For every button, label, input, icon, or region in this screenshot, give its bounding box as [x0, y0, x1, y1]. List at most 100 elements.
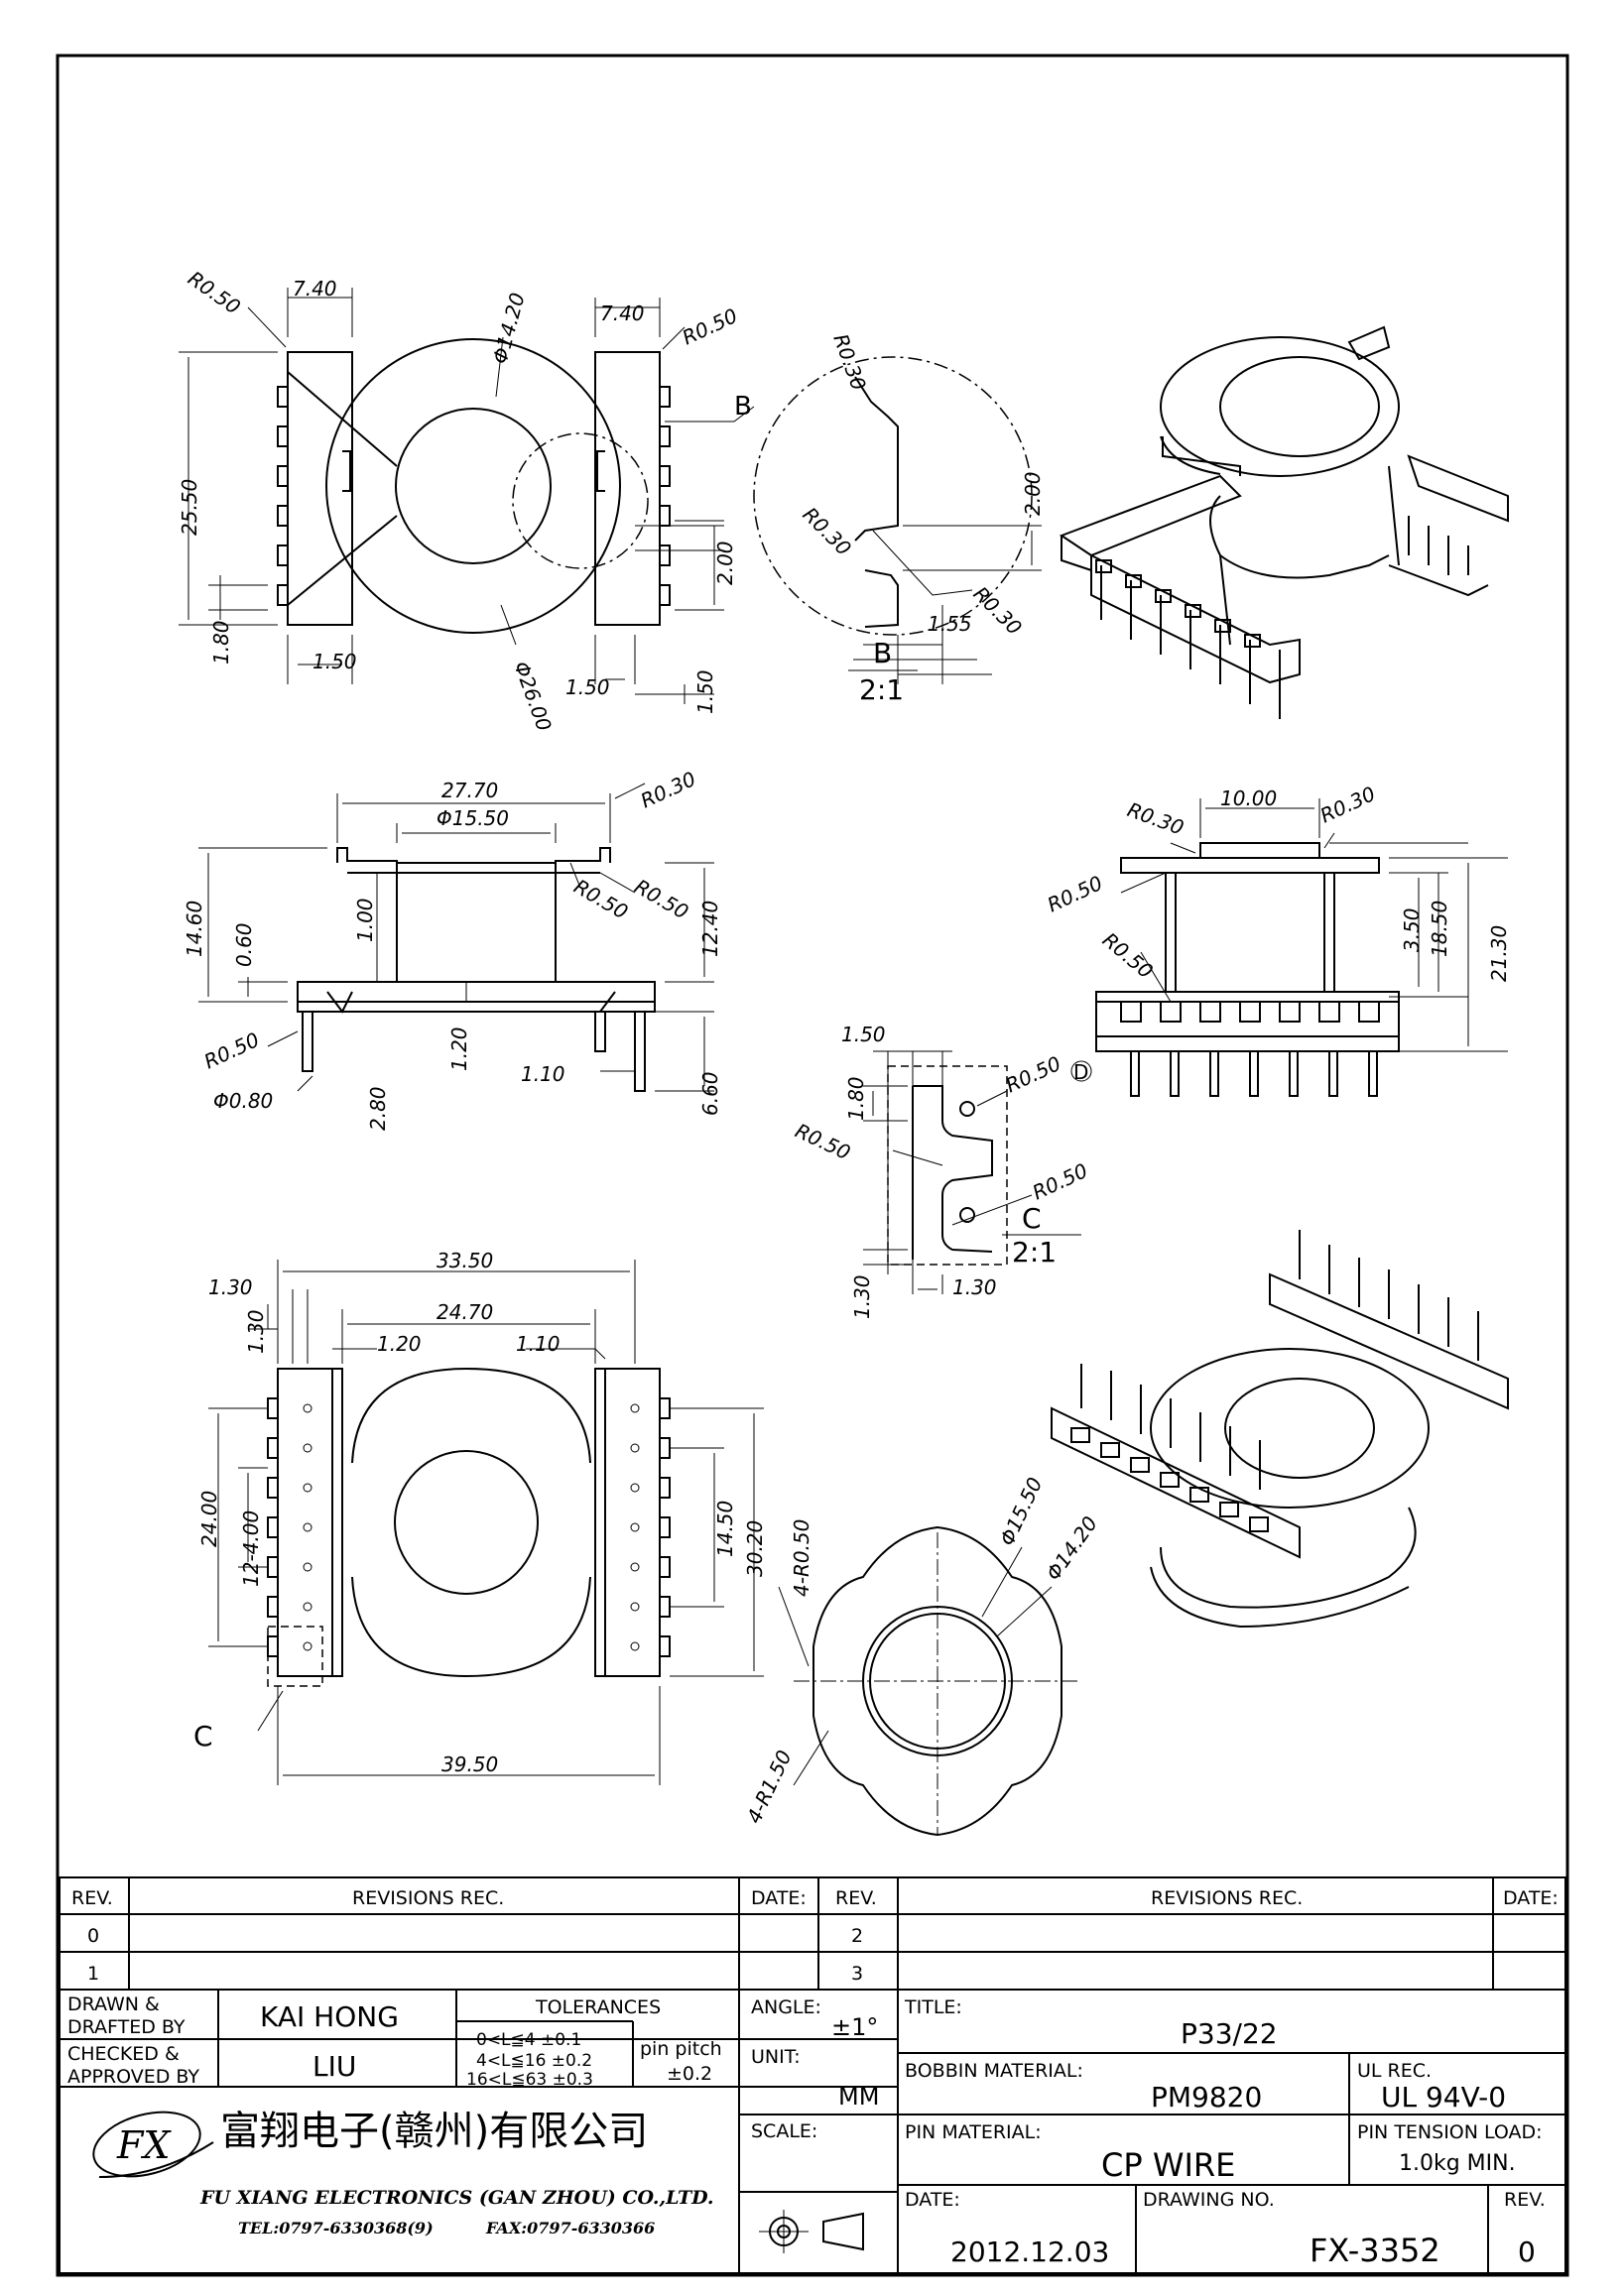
pin-holes-left: [303, 1403, 312, 1651]
top-view: R0.50 7.40 Φ14.20 7.40 R0.50 25.50 2.00 …: [178, 266, 755, 735]
label-b: B: [734, 392, 752, 422]
dim-f-1240: 12.40: [698, 901, 722, 957]
tb-revisions-hdr-right: REVISIONS REC.: [1151, 1887, 1303, 1909]
company-fax: FAX:0797-6330366: [485, 2219, 655, 2237]
dim-150-b: 1.50: [565, 675, 610, 699]
dim-f-r050-b: R0.50: [631, 875, 693, 924]
dim-r050-b: R0.50: [679, 303, 741, 349]
dim-c-130-b: 1.30: [952, 1275, 997, 1299]
tb-rev3: 3: [851, 1963, 863, 1985]
dim-rd-dia1550: Φ15.50: [995, 1474, 1048, 1549]
company-name-en: FU XIANG ELECTRONICS (GAN ZHOU) CO.,LTD.: [199, 2187, 714, 2209]
tb-ul-value: UL 94V-0: [1381, 2081, 1506, 2114]
tb-revisions-hdr-left: REVISIONS REC.: [352, 1887, 504, 1909]
tb-pin-pitch-tol: ±0.2: [667, 2063, 712, 2085]
dim-f-100: 1.00: [353, 898, 377, 942]
dim-2550: 25.50: [178, 479, 201, 536]
tb-rev-hdr-right: REV.: [835, 1887, 877, 1909]
dim-f-120: 1.20: [447, 1027, 471, 1071]
tb-checked-label-1: CHECKED &: [67, 2043, 180, 2065]
dim-bt-2470: 24.70: [437, 1300, 493, 1324]
company-name-cn: 富翔电子(赣州)有限公司: [220, 2109, 648, 2154]
side-view: 10.00 R0.30 R0.30 R0.50 R0.50 3.50 18.50…: [1044, 782, 1511, 1097]
scale-b-detail: 2:1: [859, 673, 904, 706]
dim-c-r050-a: R0.50: [1002, 1051, 1064, 1097]
label-b-detail: B: [873, 637, 892, 669]
dim-f-2770: 27.70: [441, 779, 498, 802]
company-tel: TEL:0797-6330368(9): [238, 2219, 434, 2237]
tb-bobbin-value: PM9820: [1151, 2081, 1262, 2114]
dim-bt-130-b: 1.30: [244, 1309, 268, 1354]
dim-c-180: 1.80: [844, 1076, 868, 1121]
tb-rev2: 2: [851, 1925, 863, 1947]
tb-drawn-label-2: DRAFTED BY: [67, 2016, 186, 2038]
tb-drawn-label-1: DRAWN &: [67, 1994, 160, 2015]
company-logo-text: FX: [116, 2123, 172, 2167]
tb-date-value: 2012.12.03: [950, 2236, 1109, 2268]
tb-date-label: DATE:: [905, 2189, 960, 2211]
tb-checked-by: LIU: [312, 2050, 356, 2083]
front-view: 27.70 Φ15.50 R0.30 R0.50 R0.50 12.40 14.…: [183, 767, 722, 1131]
tb-date-hdr-right: DATE:: [1503, 1887, 1559, 1909]
dim-rd-dia1420: Φ14.20: [1041, 1511, 1102, 1585]
tb-pinmat-value: CP WIRE: [1101, 2146, 1235, 2184]
bottom-view: 33.50 1.30 1.30 24.70 1.20 1.10 24.00 12…: [193, 1249, 813, 1785]
dim-150-c: 1.50: [693, 669, 717, 714]
dim-dia2600: Φ26.00: [509, 659, 557, 735]
dim-rd-4r150: 4-R1.50: [742, 1747, 797, 1827]
dim-dia1420: Φ14.20: [488, 291, 530, 367]
scale-c-detail: 2:1: [1012, 1236, 1057, 1269]
dim-c-130-a: 1.30: [850, 1274, 874, 1319]
tb-angle-value: ±1°: [831, 2013, 878, 2041]
tb-unit-label: UNIT:: [751, 2046, 801, 2068]
tb-angle-label: ANGLE:: [751, 1996, 821, 2018]
dim-s-1850: 18.50: [1428, 901, 1451, 957]
detail-c-view: 1.50 1.80 R0.50 R0.50 R0.50 1.30 1.30 C …: [792, 1023, 1091, 1319]
dim-f-dia080: Φ0.80: [213, 1089, 273, 1113]
dim-f-r050-a: R0.50: [570, 875, 633, 924]
tb-rev-hdr-left: REV.: [71, 1887, 113, 1909]
company-logo: FX: [92, 2111, 214, 2178]
dim-bt-12-400: 12-4.00: [239, 1511, 263, 1587]
dim-f-1460: 14.60: [183, 901, 206, 957]
dim-f-110: 1.10: [521, 1062, 565, 1086]
tb-ul-label: UL REC.: [1357, 2060, 1432, 2082]
tb-checked-label-2: APPROVED BY: [67, 2066, 199, 2088]
dim-bt-120: 1.20: [377, 1332, 422, 1356]
dim-f-660: 6.60: [698, 1071, 722, 1116]
dim-c-r050-c: R0.50: [1029, 1158, 1091, 1204]
tb-title-label: TITLE:: [904, 1996, 962, 2018]
dim-740-b: 7.40: [600, 302, 645, 325]
dim-b-155: 1.55: [928, 612, 972, 636]
dim-b-r030-b: R0.30: [798, 503, 855, 560]
pin-holes-right: [630, 1403, 640, 1651]
dim-f-280: 2.80: [366, 1086, 390, 1131]
dim-bt-3950: 39.50: [441, 1752, 498, 1776]
iso-view-bottom: [1051, 1230, 1509, 1629]
dim-s-r030-b: R0.30: [1316, 782, 1379, 827]
tb-pinmat-label: PIN MATERIAL:: [905, 2121, 1042, 2143]
dim-bt-4r050: 4-R0.50: [790, 1519, 813, 1597]
dim-r050-a: R0.50: [184, 266, 245, 318]
dim-bt-3020: 30.20: [743, 1520, 767, 1577]
tb-rev0: 0: [87, 1925, 99, 1947]
dim-f-r050-c: R0.50: [200, 1027, 263, 1073]
dim-180: 1.80: [209, 620, 233, 665]
dim-f-060: 0.60: [232, 922, 256, 967]
dim-200-a: 2.00: [713, 541, 737, 585]
label-c: C: [193, 1720, 213, 1752]
label-d: D: [1073, 1060, 1088, 1084]
dim-bt-110: 1.10: [516, 1332, 561, 1356]
tb-title-value: P33/22: [1181, 2017, 1278, 2050]
label-c-detail: C: [1022, 1202, 1042, 1235]
dim-s-350: 3.50: [1400, 907, 1424, 952]
tb-pin-pitch: pin pitch: [640, 2038, 722, 2060]
dim-740-a: 7.40: [293, 277, 337, 301]
dim-b-r030-a: R0.30: [828, 331, 871, 394]
tb-tolerances-hdr: TOLERANCES: [535, 1996, 661, 2018]
dim-150-a: 1.50: [312, 650, 357, 673]
detail-b-view: R0.30 2.00 R0.30 R0.30 1.55 B 2:1: [753, 331, 1045, 706]
tb-rev-value: 0: [1518, 2236, 1536, 2268]
tb-unit-value: MM: [838, 2083, 879, 2111]
